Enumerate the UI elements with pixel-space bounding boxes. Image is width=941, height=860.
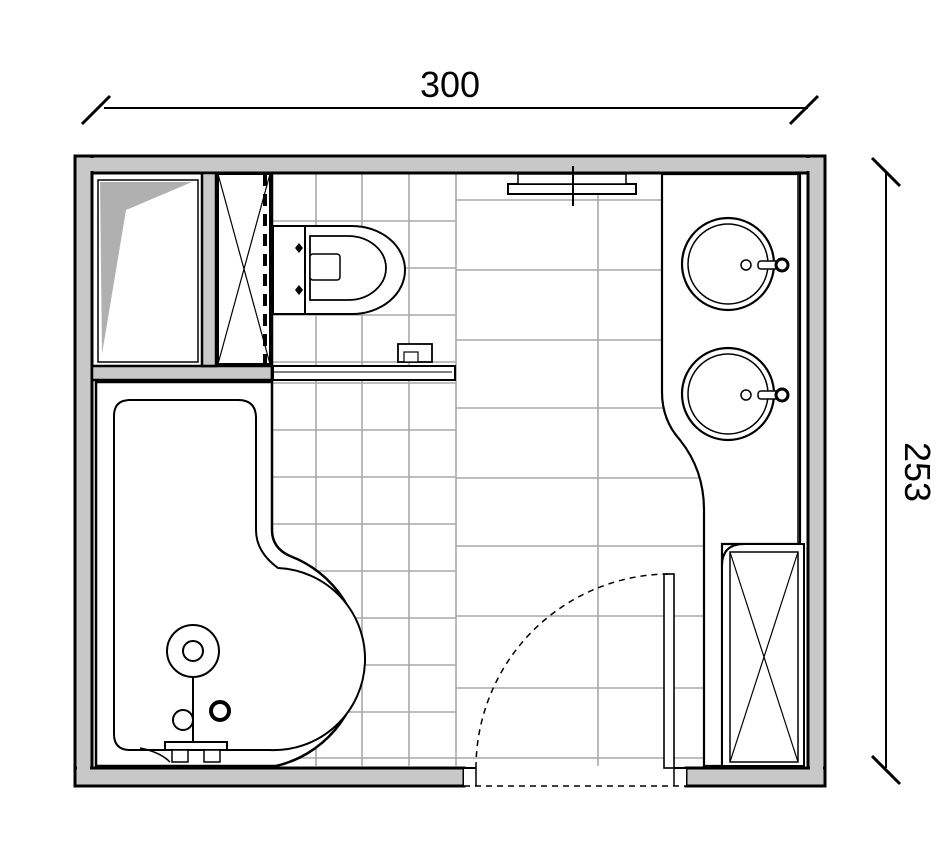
bathtub-icon xyxy=(94,380,367,768)
towel-rail-icon xyxy=(507,166,637,206)
dimension-width: 300 xyxy=(80,64,820,126)
walls xyxy=(73,154,827,788)
wall-cabinet xyxy=(217,173,271,365)
sink-icon xyxy=(680,346,790,442)
sink-icon xyxy=(680,216,790,312)
dimension-height: 253 xyxy=(870,156,938,786)
dimension-width-label: 300 xyxy=(420,64,480,105)
tall-cabinet xyxy=(721,543,805,767)
dimension-height-label: 253 xyxy=(897,442,938,502)
shelf xyxy=(272,343,456,381)
door-swing-icon xyxy=(464,573,686,787)
closet-glass-panel xyxy=(97,179,199,363)
toilet-icon xyxy=(272,225,406,315)
